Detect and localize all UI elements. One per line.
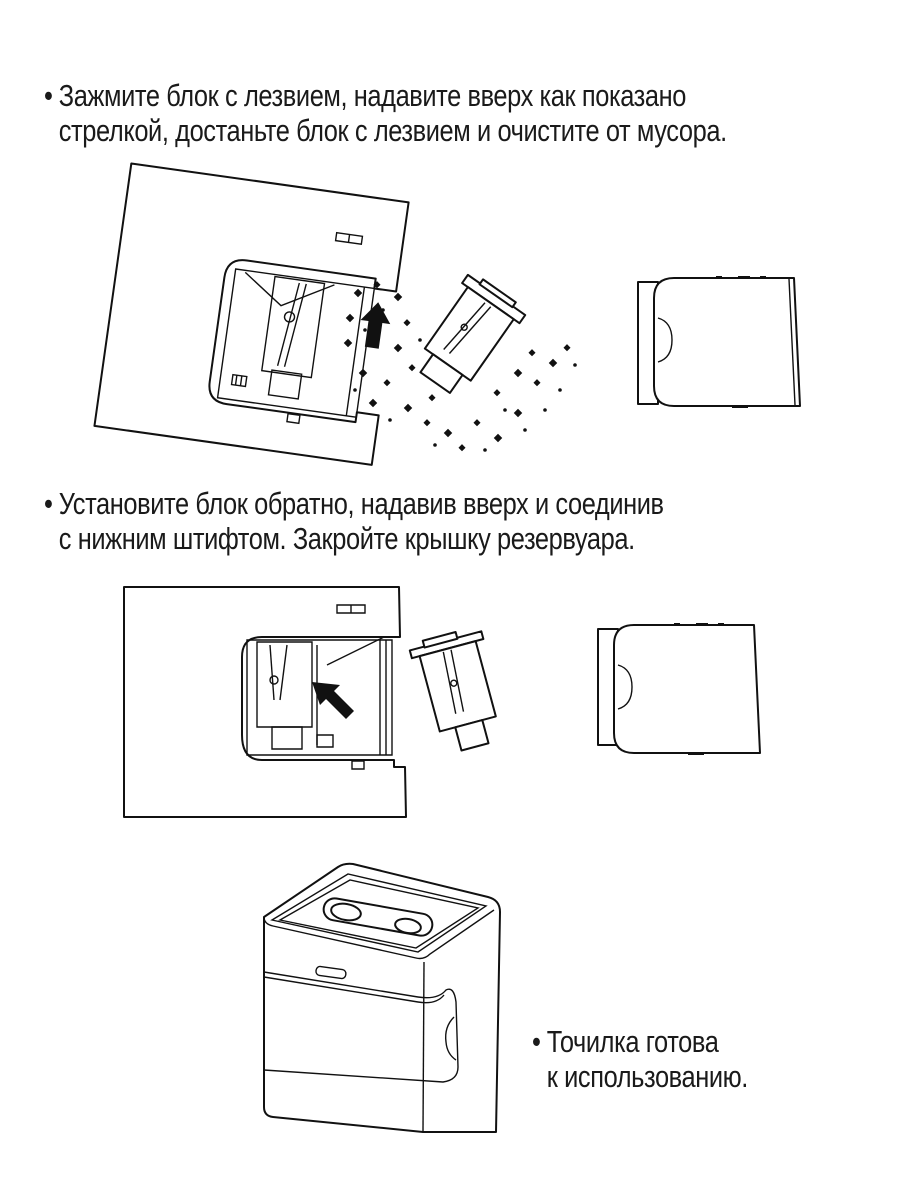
step-3-line-2: к использованию. xyxy=(546,1059,749,1094)
insert-arrow-icon xyxy=(312,682,354,719)
step-1-instruction: •Зажмите блок с лезвием, надавите вверх … xyxy=(44,78,727,148)
blade-unit-removed-illustration xyxy=(405,280,525,400)
blade-unit-insert-illustration xyxy=(412,625,522,755)
step-3-instruction: •Точилка готова к использованию. xyxy=(532,1024,748,1094)
bullet: • xyxy=(532,1024,541,1059)
step-1-line-2: стрелкой, достаньте блок с лезвием и очи… xyxy=(58,113,727,148)
reservoir-cover-illustration-2 xyxy=(596,623,768,755)
step-1-line-1: Зажмите блок с лезвием, надавите вверх к… xyxy=(58,78,687,113)
bullet: • xyxy=(44,78,53,113)
step-2-instruction: •Установите блок обратно, надавив вверх … xyxy=(44,486,664,556)
sharpener-assembled-illustration xyxy=(258,862,508,1137)
up-arrow-icon xyxy=(360,302,391,349)
sharpener-body-tilted-illustration xyxy=(70,160,410,460)
step-3-line-1: Точилка готова xyxy=(546,1024,719,1059)
debris-particles xyxy=(343,281,577,452)
step-2-line-2: с нижним штифтом. Закройте крышку резерв… xyxy=(58,521,635,556)
step-2-line-1: Установите блок обратно, надавив вверх и… xyxy=(58,486,664,521)
sharpener-body-open-illustration xyxy=(122,585,412,820)
reservoir-cover-illustration xyxy=(636,276,808,408)
bullet: • xyxy=(44,486,53,521)
